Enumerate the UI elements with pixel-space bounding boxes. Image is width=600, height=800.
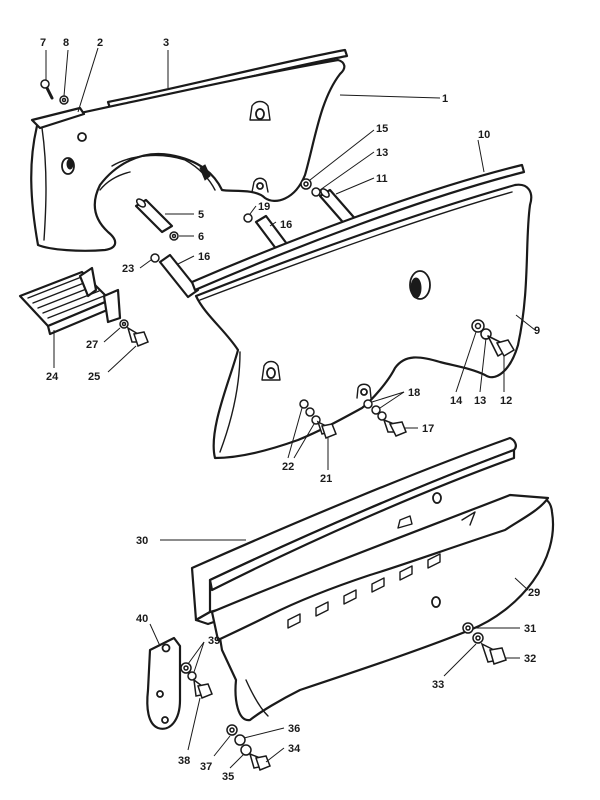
washer-part-37 <box>226 724 238 736</box>
callout-40: 40 <box>136 613 148 625</box>
callout-14: 14 <box>450 395 463 407</box>
callout-6: 6 <box>198 231 204 243</box>
callout-33: 33 <box>432 679 444 691</box>
callout-27: 27 <box>86 339 98 351</box>
washer-part-19 <box>243 213 253 223</box>
callout-17: 17 <box>422 423 434 435</box>
callout-25: 25 <box>88 371 100 383</box>
callout-1: 1 <box>442 93 448 105</box>
bolt-part-12 <box>487 335 516 358</box>
callout-10: 10 <box>478 129 490 141</box>
callout-16-lower: 16 <box>198 251 210 263</box>
bolt-part-38 <box>193 678 213 699</box>
callout-34: 34 <box>288 743 301 755</box>
callout-35: 35 <box>222 771 234 783</box>
washer-part-27 <box>119 319 129 329</box>
bolt-part-34 <box>248 752 271 771</box>
callout-39: 39 <box>208 635 220 647</box>
washer-part-36 <box>234 734 246 746</box>
callout-9: 9 <box>534 325 540 337</box>
washers-part-18 <box>363 399 387 421</box>
washer-part-8 <box>59 95 69 105</box>
callout-36: 36 <box>288 723 300 735</box>
callout-2: 2 <box>97 37 103 49</box>
callout-11: 11 <box>376 173 388 185</box>
upper-side-panel-part-1 <box>30 58 346 252</box>
callout-24: 24 <box>46 371 59 383</box>
callout-7: 7 <box>40 37 46 49</box>
leader-lines <box>45 47 536 769</box>
washer-part-23 <box>150 253 160 263</box>
callout-3: 3 <box>163 37 169 49</box>
spacer-part-16-lower <box>158 253 200 299</box>
washer-part-13-upper <box>311 187 321 197</box>
spacer-part-5 <box>134 198 174 234</box>
callout-23: 23 <box>122 263 134 275</box>
callout-13-upper: 13 <box>376 147 388 159</box>
callout-16-upper: 16 <box>280 219 292 231</box>
callout-32: 32 <box>524 653 536 665</box>
bolt-part-7 <box>40 79 54 100</box>
washer-part-33 <box>472 632 484 644</box>
callout-31: 31 <box>524 623 536 635</box>
main-side-panel-part-9 <box>194 183 533 460</box>
footrest-part-24 <box>18 266 122 336</box>
callout-5: 5 <box>198 209 204 221</box>
lower-cover-part-29 <box>210 493 555 722</box>
washer-part-35 <box>240 744 252 756</box>
callout-29: 29 <box>528 587 540 599</box>
callout-21: 21 <box>320 473 332 485</box>
corner-trim-part-2 <box>30 106 86 130</box>
callout-37: 37 <box>200 761 212 773</box>
bolt-part-25 <box>126 326 149 347</box>
washers-part-39 <box>180 662 197 681</box>
bracket-part-40 <box>146 636 182 730</box>
nut-part-31 <box>462 622 474 634</box>
washer-part-6 <box>169 231 179 241</box>
callout-12: 12 <box>500 395 512 407</box>
bolt-part-32 <box>480 642 507 665</box>
washer-part-14 <box>471 319 485 333</box>
callout-8: 8 <box>63 37 69 49</box>
callout-labels: 1 2 3 5 6 7 8 9 10 11 12 13 13 14 15 16 … <box>40 37 540 783</box>
callout-13-lower: 13 <box>474 395 486 407</box>
callout-22: 22 <box>282 461 294 473</box>
trim-strip-part-10 <box>190 163 526 292</box>
nut-part-15 <box>300 178 312 190</box>
callout-18: 18 <box>408 387 420 399</box>
callout-38: 38 <box>178 755 190 767</box>
callout-30: 30 <box>136 535 148 547</box>
callout-19: 19 <box>258 201 270 213</box>
callout-15: 15 <box>376 123 388 135</box>
washers-part-22 <box>299 399 321 425</box>
bolt-part-17 <box>382 418 407 437</box>
bolt-part-21 <box>316 420 337 439</box>
